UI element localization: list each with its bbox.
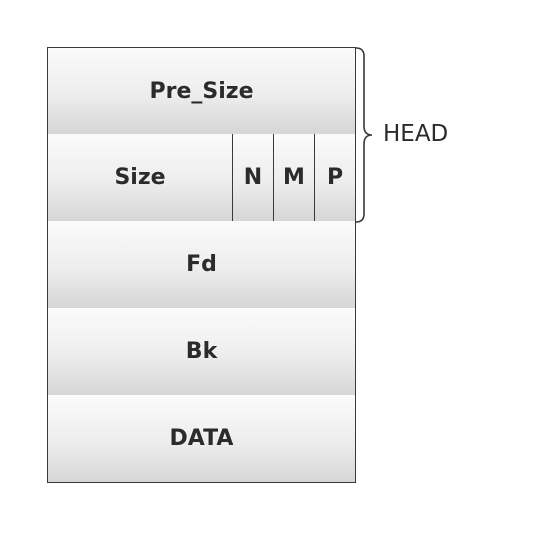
p-flag-cell: P: [314, 134, 355, 221]
fd-label: Fd: [186, 252, 217, 277]
pre-size-label: Pre_Size: [149, 78, 254, 104]
m-flag-cell: M: [273, 134, 314, 221]
fd-block: Fd: [47, 221, 356, 309]
pre-size-block: Pre_Size: [47, 47, 356, 135]
head-brace: [355, 47, 373, 223]
n-flag-cell: N: [232, 134, 273, 221]
size-label: Size: [114, 165, 166, 190]
bk-block: Bk: [47, 308, 356, 396]
size-row: Size N M P: [47, 134, 356, 222]
head-label: HEAD: [383, 121, 449, 147]
bk-label: Bk: [185, 339, 218, 364]
data-block: DATA: [47, 395, 356, 483]
data-label: DATA: [169, 426, 234, 451]
